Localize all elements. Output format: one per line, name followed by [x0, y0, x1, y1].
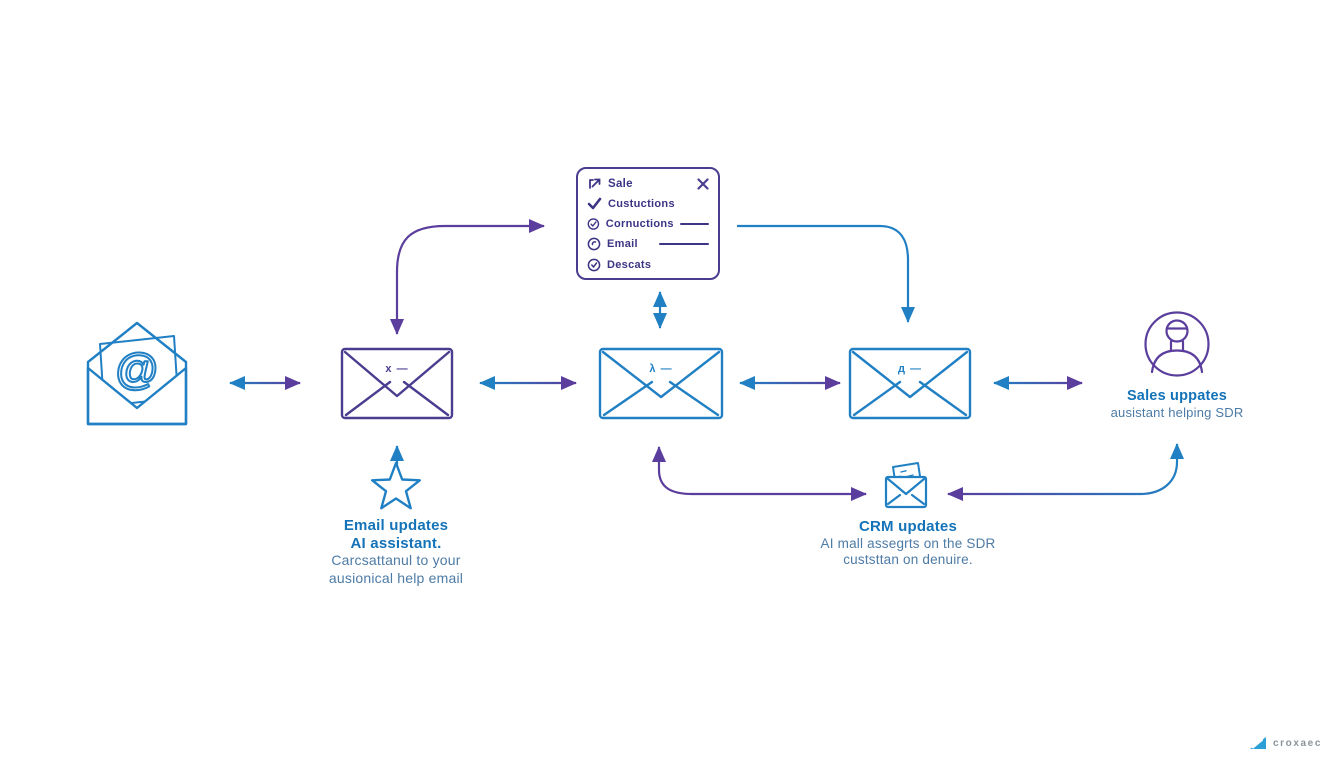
dash-line	[679, 223, 709, 225]
popup-item-label: Descats	[607, 258, 652, 271]
brand-logo-icon	[1250, 737, 1266, 749]
check-icon	[587, 197, 602, 210]
export-icon	[589, 178, 601, 189]
email-updates-body-2: ausionical help email	[328, 569, 464, 586]
envelope-mark: x —	[385, 363, 408, 375]
popup-item: Custuctions	[587, 194, 709, 213]
email-updates-label: Email updates AI assistant. Carcsattanul…	[329, 517, 463, 587]
arrow-popup-to-crm-sync	[737, 224, 915, 323]
crm-mail-icon	[884, 462, 928, 509]
crm-updates-body-2: custsttan on denuire.	[843, 552, 973, 568]
popup-title: Sale	[608, 177, 633, 190]
envelope-mark: д —	[898, 363, 922, 375]
popup-header: Sale	[587, 174, 709, 193]
arrow-processing-to-crm-updates	[652, 446, 867, 501]
email-updates-body-1: Carcsattanul to your	[331, 552, 461, 569]
email-at-icon: @	[86, 321, 188, 426]
email-updates-title-1: Email updates	[343, 517, 449, 534]
circled-check-icon	[587, 258, 601, 271]
sales-person-icon	[1144, 311, 1210, 377]
brand-logo-text: croxaec	[1273, 737, 1323, 749]
arrow-crm-updates-to-sales	[947, 443, 1184, 501]
crm-updates-body-1: AI mall assegrts on the SDR	[820, 535, 996, 551]
sales-updates-body: ausistant helping SDR	[1110, 405, 1244, 421]
crm-updates-label: CRM updates AI mall assegrts on the SDR …	[821, 518, 996, 569]
envelope-processing: λ —	[598, 347, 724, 420]
popup-item-label: Cornuctions	[605, 218, 674, 230]
dash-line	[659, 243, 709, 246]
circled-check-icon	[587, 218, 600, 230]
star-icon	[371, 461, 421, 510]
popup-item: Email	[587, 235, 709, 254]
popup-item-label: Custuctions	[608, 197, 675, 210]
sales-updates-label: Sales uppates ausistant helping SDR	[1111, 388, 1244, 421]
envelope-crm-sync: д —	[848, 347, 972, 420]
brand-logo: croxaec	[1249, 735, 1322, 751]
circled-check-icon	[587, 237, 601, 251]
popup-item-label: Email	[607, 238, 638, 251]
popup-item: Descats	[587, 255, 709, 274]
popup-item: Cornuctions	[587, 215, 709, 234]
sales-updates-title: Sales uppates	[1126, 388, 1228, 404]
close-icon[interactable]	[697, 177, 709, 190]
sale-checklist-popup: Sale Custuctions Cornuctions	[576, 167, 720, 280]
envelope-mark: λ —	[649, 363, 672, 375]
crm-updates-title: CRM updates	[858, 518, 958, 535]
email-updates-title-2: AI assistant.	[350, 534, 442, 552]
at-symbol: @	[115, 345, 160, 394]
arrow-assistant-to-popup	[390, 219, 545, 335]
envelope-ai-assistant: x —	[340, 347, 454, 420]
